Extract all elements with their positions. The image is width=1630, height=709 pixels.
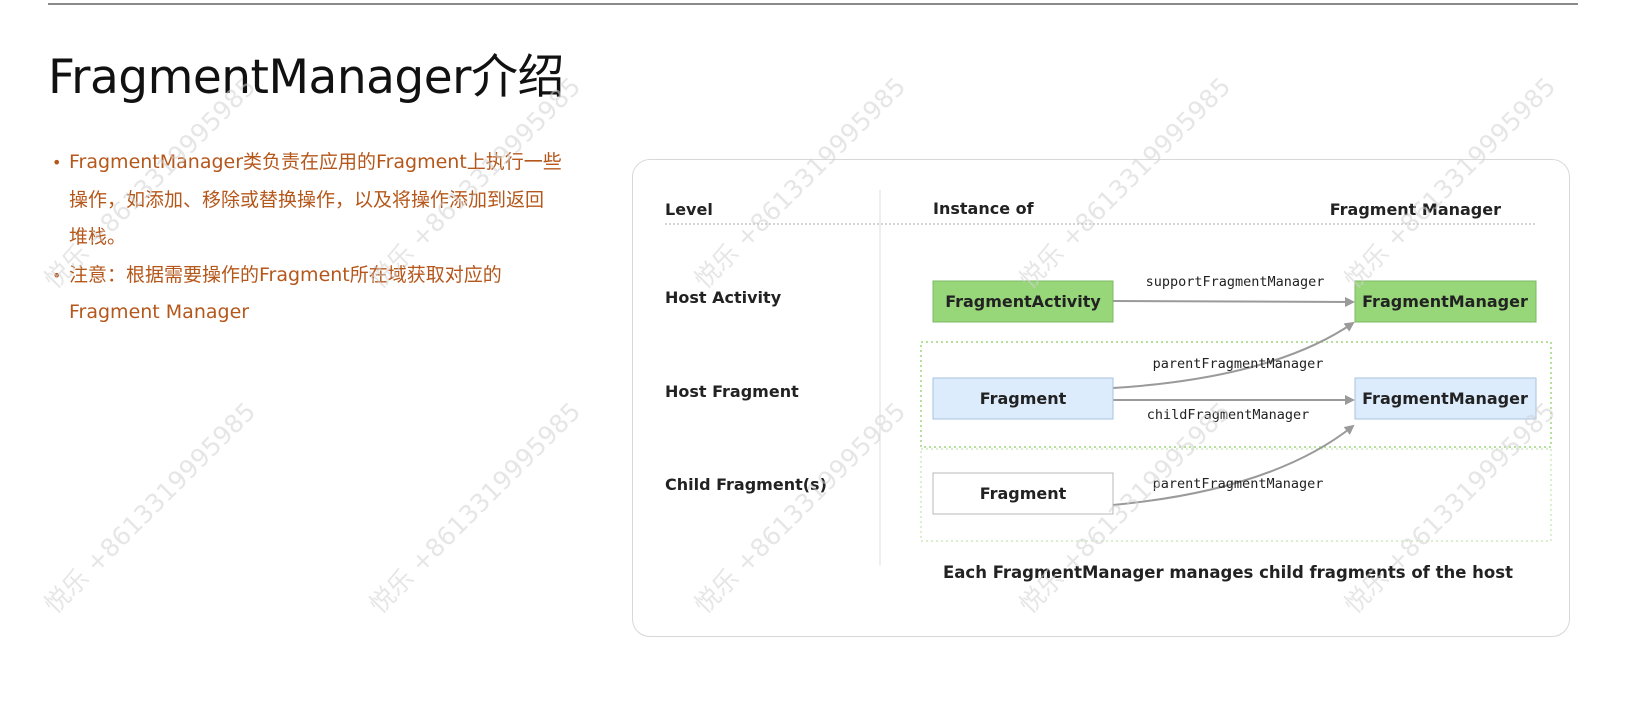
child-fragment-scope [920,448,1552,542]
row-host-fragment: Host Fragment [665,382,799,401]
activity-fragment-manager-box: FragmentManager [1354,280,1537,323]
row-host-activity: Host Activity [665,288,782,307]
bullet-list: FragmentManager类负责在应用的Fragment上执行一些操作，如添… [52,144,562,332]
fragment-activity-label: FragmentActivity [945,292,1101,311]
host-fragment-label: Fragment [980,389,1067,408]
watermark-text: 悦乐 +8613319995985 [39,397,262,620]
watermark-text: 悦乐 +8613319995985 [364,397,587,620]
host-fragment-scope [920,341,1552,448]
row-child-fragment: Child Fragment(s) [665,475,827,494]
header-instance-of: Instance of [933,199,1035,218]
page-title: FragmentManager介绍 [48,50,565,105]
top-divider [48,3,1578,5]
parent-arrow-2 [1112,424,1355,506]
support-arrow [1112,296,1355,307]
activity-fragment-manager-label: FragmentManager [1362,292,1528,311]
parent-arrow-1 [1112,321,1355,389]
header-fragment-manager: Fragment Manager [1330,200,1501,219]
header-level: Level [665,200,713,219]
child-fragment-label: Fragment [980,484,1067,503]
host-fragment-box: Fragment [932,377,1114,420]
child-arrow-label: childFragmentManager [1147,407,1310,423]
diagram-canvas: Level Instance of Fragment Manager Host … [665,190,1552,582]
fragment-activity-box: FragmentActivity [932,280,1114,323]
bullet-item: FragmentManager类负责在应用的Fragment上执行一些操作，如添… [52,144,562,257]
child-fragment-box: Fragment [932,472,1114,515]
support-arrow-label: supportFragmentManager [1146,274,1325,290]
parent-arrow-2-label: parentFragmentManager [1153,476,1324,492]
diagram-caption: Each FragmentManager manages child fragm… [943,563,1513,582]
fragment-manager-diagram: Level Instance of Fragment Manager Host … [632,159,1570,637]
bullet-item: 注意：根据需要操作的Fragment所在域获取对应的Fragment Manag… [52,257,562,332]
fragment-fragment-manager-label: FragmentManager [1362,389,1528,408]
fragment-fragment-manager-box: FragmentManager [1354,377,1537,420]
parent-arrow-1-label: parentFragmentManager [1153,356,1324,372]
